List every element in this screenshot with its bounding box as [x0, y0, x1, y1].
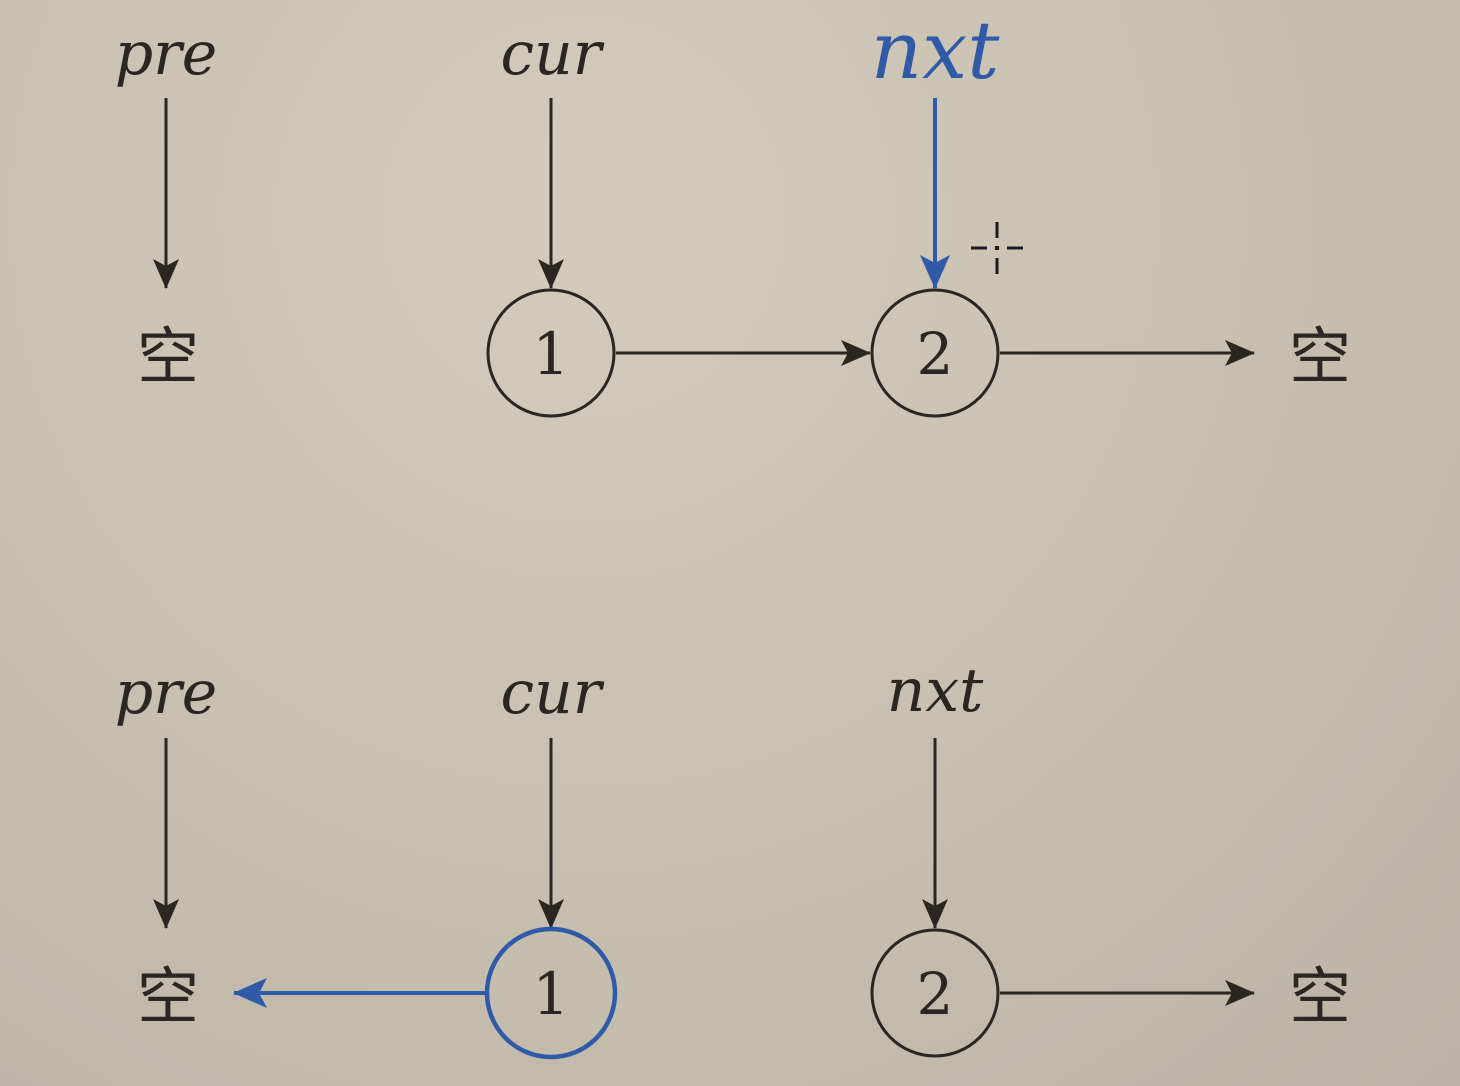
bottom-row: pre 空 cur 1 nxt 2 空	[115, 656, 1351, 1060]
bottom-nxt-label: nxt	[887, 656, 984, 726]
top-node-1-value: 1	[533, 320, 570, 388]
bottom-pre-label: pre	[115, 658, 218, 728]
top-node-1	[486, 288, 616, 418]
top-pre-label: pre	[115, 19, 218, 89]
bottom-node-1	[484, 926, 618, 1060]
top-cur-label: cur	[501, 19, 605, 89]
bottom-node-2-value: 2	[917, 960, 954, 1028]
bottom-node-2	[870, 928, 1000, 1058]
bottom-node-1-value: 1	[533, 960, 570, 1028]
top-row: pre 空 cur 1 nxt 2 空	[115, 4, 1351, 418]
top-nxt-label: nxt	[871, 4, 1001, 97]
top-node-2	[870, 288, 1000, 418]
crosshair-cursor-icon	[971, 222, 1023, 274]
top-node-2-value: 2	[917, 320, 954, 388]
top-pre-null: 空	[137, 320, 199, 393]
bottom-cur-label: cur	[501, 658, 605, 728]
bottom-pre-null: 空	[137, 960, 199, 1033]
top-tail-null: 空	[1289, 320, 1351, 393]
bottom-tail-null: 空	[1289, 960, 1351, 1033]
